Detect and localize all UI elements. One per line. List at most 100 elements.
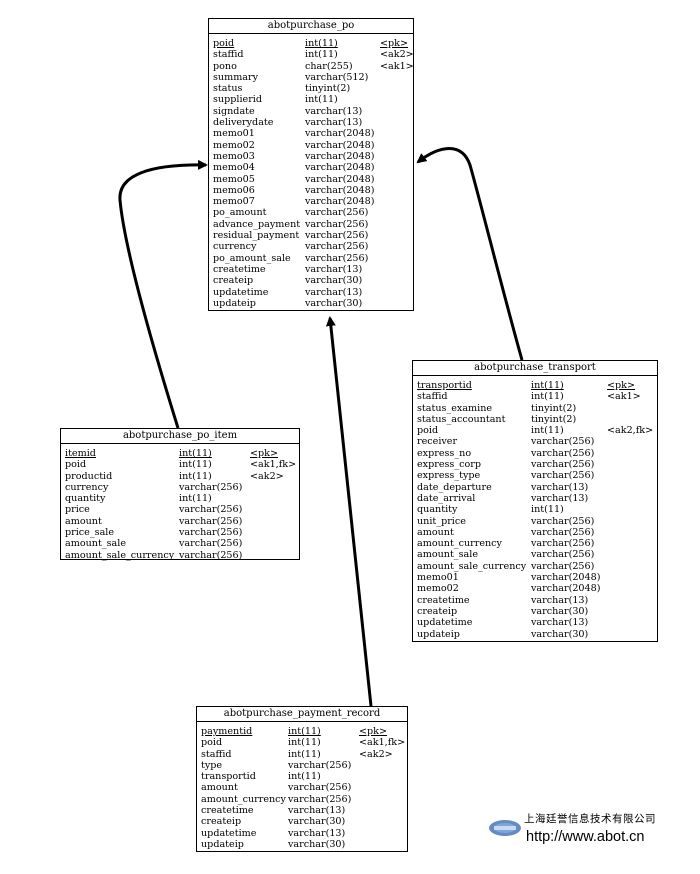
field-type: varchar(2048)	[305, 196, 375, 208]
field-type: varchar(256)	[531, 560, 595, 572]
field-name: amount_sale	[65, 538, 126, 550]
field-name: status	[213, 83, 243, 95]
field-name: memo01	[417, 572, 459, 584]
field-name: updateip	[417, 628, 460, 640]
company-logo: 上海廷誉信息技术有限公司 http://www.abot.cn	[488, 812, 668, 852]
field-name: updatetime	[201, 827, 257, 839]
field-name: amount	[65, 515, 102, 527]
field-name: quantity	[65, 493, 106, 505]
field-row: updateip varchar(30)	[413, 629, 657, 640]
field-key: <ak2>	[359, 748, 393, 760]
field-name: memo02	[213, 139, 255, 151]
field-type: varchar(13)	[531, 481, 589, 493]
field-type: varchar(256)	[288, 793, 352, 805]
field-row: createtime varchar(13)	[413, 595, 657, 606]
field-name: amount	[201, 782, 238, 794]
connector-po-item-to-po	[118, 159, 208, 429]
field-type: varchar(30)	[288, 838, 346, 850]
field-name: residual_payment	[213, 230, 300, 242]
field-name: paymentid	[201, 726, 253, 737]
field-key: <ak2,fk>	[607, 425, 654, 437]
field-type: tinyint(2)	[305, 83, 351, 95]
field-type: varchar(13)	[531, 594, 589, 606]
field-name: transportid	[201, 771, 256, 783]
field-name: quantity	[417, 504, 458, 516]
field-type: varchar(13)	[288, 805, 346, 817]
field-name: productid	[65, 470, 113, 482]
field-type: varchar(13)	[305, 117, 363, 129]
field-name: memo06	[213, 184, 255, 196]
field-name: date_arrival	[417, 492, 476, 504]
entity-title: abotpurchase_transport	[413, 361, 657, 376]
field-type: int(11)	[288, 726, 321, 737]
field-row: amount varchar(256)	[197, 782, 407, 793]
entity-abotpurchase-payment-record: abotpurchase_payment_record paymentid int(…	[196, 706, 408, 852]
field-type: varchar(256)	[305, 207, 369, 219]
field-key: <pk>	[607, 380, 636, 391]
field-type: varchar(2048)	[305, 173, 375, 185]
field-name: currency	[213, 241, 257, 253]
field-type: varchar(2048)	[305, 150, 375, 162]
field-name: amount_sale_currency	[417, 560, 527, 572]
field-key: <ak1>	[607, 391, 641, 403]
field-type: varchar(256)	[288, 782, 352, 794]
field-key: <pk>	[359, 726, 388, 737]
field-name: pono	[213, 60, 237, 72]
field-name: transportid	[417, 380, 472, 391]
entity-title: abotpurchase_po_item	[61, 429, 299, 444]
field-type: varchar(30)	[305, 275, 363, 287]
field-type: varchar(30)	[531, 605, 589, 617]
field-type: int(11)	[179, 470, 212, 482]
field-row: memo07 varchar(2048)	[209, 196, 413, 207]
field-name: memo07	[213, 196, 255, 208]
entity-title: abotpurchase_payment_record	[197, 707, 407, 722]
field-name: memo05	[213, 173, 255, 185]
field-type: varchar(13)	[305, 105, 363, 117]
field-name: express_no	[417, 447, 472, 459]
field-type: varchar(256)	[179, 538, 243, 550]
field-type: varchar(13)	[531, 617, 589, 629]
field-name: createtime	[417, 594, 470, 606]
field-row: amount_sale varchar(256)	[61, 538, 299, 549]
field-key: <ak1>	[380, 60, 414, 72]
field-type: varchar(30)	[305, 297, 363, 309]
field-type: varchar(13)	[288, 827, 346, 839]
field-type: varchar(13)	[305, 286, 363, 298]
field-row: updatetime varchar(13)	[197, 828, 407, 839]
field-key: <pk>	[250, 448, 279, 459]
field-name: receiver	[417, 436, 458, 448]
field-name: unit_price	[417, 515, 466, 527]
field-type: varchar(256)	[179, 504, 243, 516]
field-type: varchar(30)	[531, 628, 589, 640]
field-name: price_sale	[65, 527, 115, 539]
